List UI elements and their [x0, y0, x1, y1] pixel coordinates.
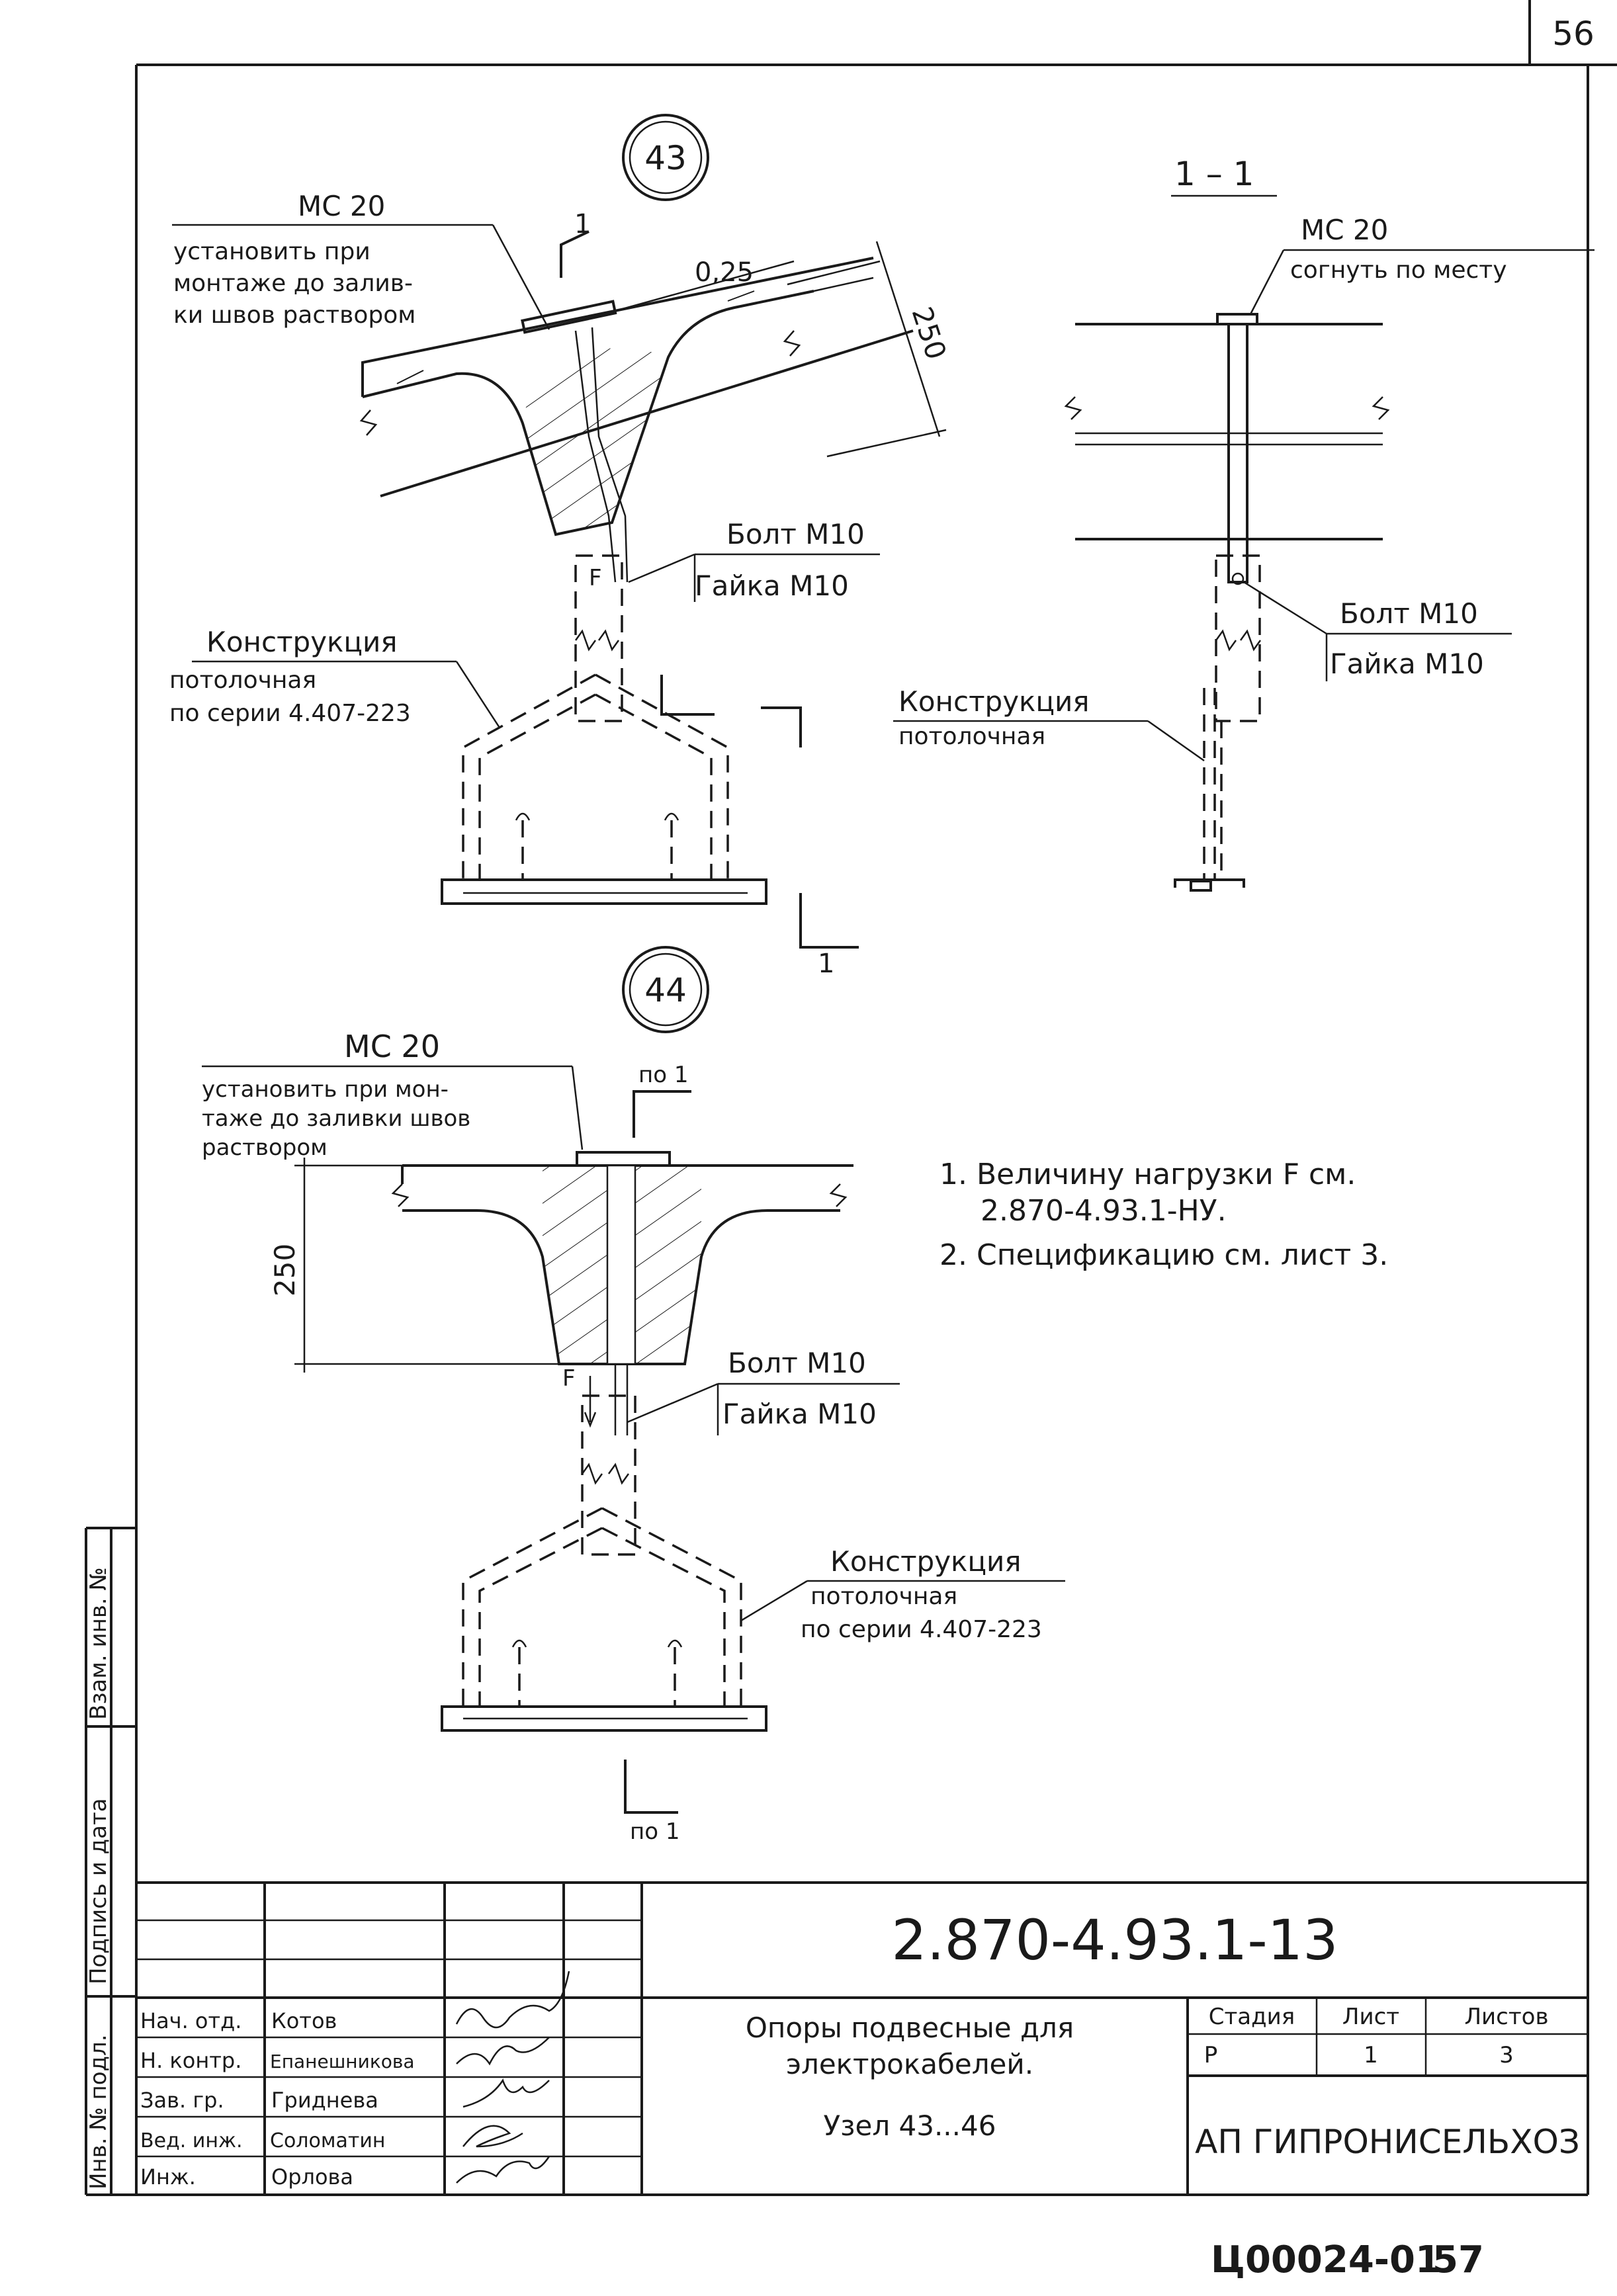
- node-43-construction-2: потолочная: [169, 667, 316, 694]
- node-43-plate: [521, 300, 617, 334]
- node-43-nut: Гайка М10: [695, 570, 849, 602]
- signature-3: [462, 2078, 550, 2108]
- title-line-1: Опоры подвесные для: [746, 2012, 1074, 2044]
- node-43-bolt: Болт М10: [726, 518, 865, 550]
- signature-2: [456, 2037, 550, 2066]
- stamp-replaced-inv: Взам. инв. №: [85, 1567, 112, 1720]
- node-44-plate: [576, 1151, 671, 1167]
- node-44-note-2: таже до заливки швов: [202, 1105, 470, 1132]
- stage-header: Стадия: [1209, 2004, 1295, 2030]
- node-43-construction-3: по серии 4.407-223: [169, 700, 411, 727]
- node-44-plate-label: МС 20: [344, 1029, 440, 1064]
- staff-role-1: Нач. отд.: [140, 2008, 241, 2033]
- node-44-number: 44: [644, 971, 687, 1009]
- node-44-dimension: 250: [269, 1244, 301, 1297]
- stage-value: Р: [1204, 2042, 1218, 2068]
- section-construction-2: потолочная: [898, 723, 1045, 750]
- general-notes: 1. Величину нагрузки F см. 2.870-4.93.1-…: [940, 1158, 1388, 1272]
- node-43-note-3: ки швов раствором: [173, 302, 415, 329]
- node-43-note-2: монтаже до залив-: [173, 270, 413, 297]
- node-44-nut: Гайка М10: [722, 1398, 877, 1430]
- section-1-1: 1 – 1 МС 20 согнуть по месту Болт М10 Га…: [893, 155, 1595, 892]
- node-44-load: F: [562, 1365, 576, 1392]
- section-nut: Гайка М10: [1330, 648, 1484, 680]
- node-43-plate-label: МС 20: [298, 190, 385, 222]
- note-1: 1. Величину нагрузки F см.: [940, 1158, 1356, 1191]
- staff-role-4: Вед. инж.: [140, 2129, 243, 2152]
- node-43-cut-top: 1: [574, 209, 591, 239]
- footer: Ц00024-01 57: [1211, 2238, 1484, 2281]
- sheet-number-box: 56: [1528, 0, 1617, 66]
- section-construction-1: Конструкция: [898, 685, 1090, 718]
- stamp-original-inv: Инв. № подл.: [85, 2034, 112, 2190]
- staff-name-4: Соломатин: [270, 2129, 385, 2152]
- staff-name-1: Котов: [271, 2008, 337, 2033]
- node-43-number: 43: [644, 139, 687, 177]
- node-43-gap: 0,25: [695, 257, 754, 288]
- sheet-value: 1: [1364, 2042, 1378, 2068]
- node-43-cut-bottom: 1: [818, 949, 834, 979]
- main-frame: [86, 64, 1589, 2196]
- node-44-construction-1: Конструкция: [830, 1545, 1022, 1578]
- node-44-cut-bottom: по 1: [630, 1818, 679, 1845]
- note-2: 2. Спецификацию см. лист 3.: [940, 1238, 1388, 1272]
- node-44-construction-2: потолочная: [810, 1583, 957, 1610]
- title-line-2: электрокабелей.: [786, 2048, 1033, 2080]
- staff-role-5: Инж.: [140, 2164, 196, 2190]
- sheet-header: Лист: [1342, 2004, 1399, 2030]
- staff-name-3: Гриднева: [271, 2088, 378, 2113]
- title-line-3: Узел 43...46: [824, 2109, 996, 2142]
- sheet-number: 56: [1552, 15, 1595, 53]
- staff-role-3: Зав. гр.: [140, 2088, 224, 2113]
- staff-role-2: Н. контр.: [140, 2048, 241, 2073]
- footer-page: 57: [1432, 2238, 1484, 2281]
- node-44: 44 МС 20 установить при мон- таже до зал…: [202, 946, 1065, 1845]
- sheets-header: Листов: [1464, 2004, 1548, 2030]
- section-title: 1 – 1: [1174, 155, 1254, 193]
- designation: 2.870-4.93.1-13: [891, 1908, 1338, 1973]
- sheets-value: 3: [1499, 2042, 1514, 2068]
- stamp-signature-date: Подпись и дата: [85, 1798, 112, 1984]
- organization: АП ГИПРОНИСЕЛЬХОЗ: [1195, 2123, 1580, 2161]
- staff-name-2: Епанешникова: [270, 2051, 415, 2072]
- section-bolt: Болт М10: [1340, 597, 1478, 630]
- section-note: согнуть по месту: [1290, 257, 1507, 284]
- node-44-construction-3: по серии 4.407-223: [801, 1616, 1042, 1643]
- node-43-load: F: [589, 565, 602, 591]
- node-43-note-1: установить при: [173, 238, 371, 265]
- note-1-ref: 2.870-4.93.1-НУ.: [981, 1194, 1227, 1228]
- signature-4: [462, 2125, 523, 2148]
- node-44-cut-top: по 1: [638, 1062, 688, 1088]
- node-44-note-3: раствором: [202, 1134, 328, 1161]
- signature-1: [455, 1971, 570, 2029]
- node-43-construction-1: Конструкция: [206, 626, 398, 658]
- node-44-bolt: Болт М10: [728, 1347, 866, 1379]
- side-stamp-columns: Взам. инв. № Подпись и дата Инв. № подл.: [85, 1527, 136, 2195]
- section-plate-label: МС 20: [1301, 214, 1388, 246]
- staff-name-5: Орлова: [271, 2164, 353, 2190]
- node-44-note-1: установить при мон-: [202, 1076, 449, 1103]
- title-block: 2.870-4.93.1-13 Нач. отд. Котов Н. контр…: [136, 1881, 1588, 2195]
- signature-5: [456, 2156, 550, 2184]
- node-43: 43 МС 20 установить при монтаже до залив…: [169, 114, 953, 979]
- footer-code: Ц00024-01: [1211, 2238, 1441, 2281]
